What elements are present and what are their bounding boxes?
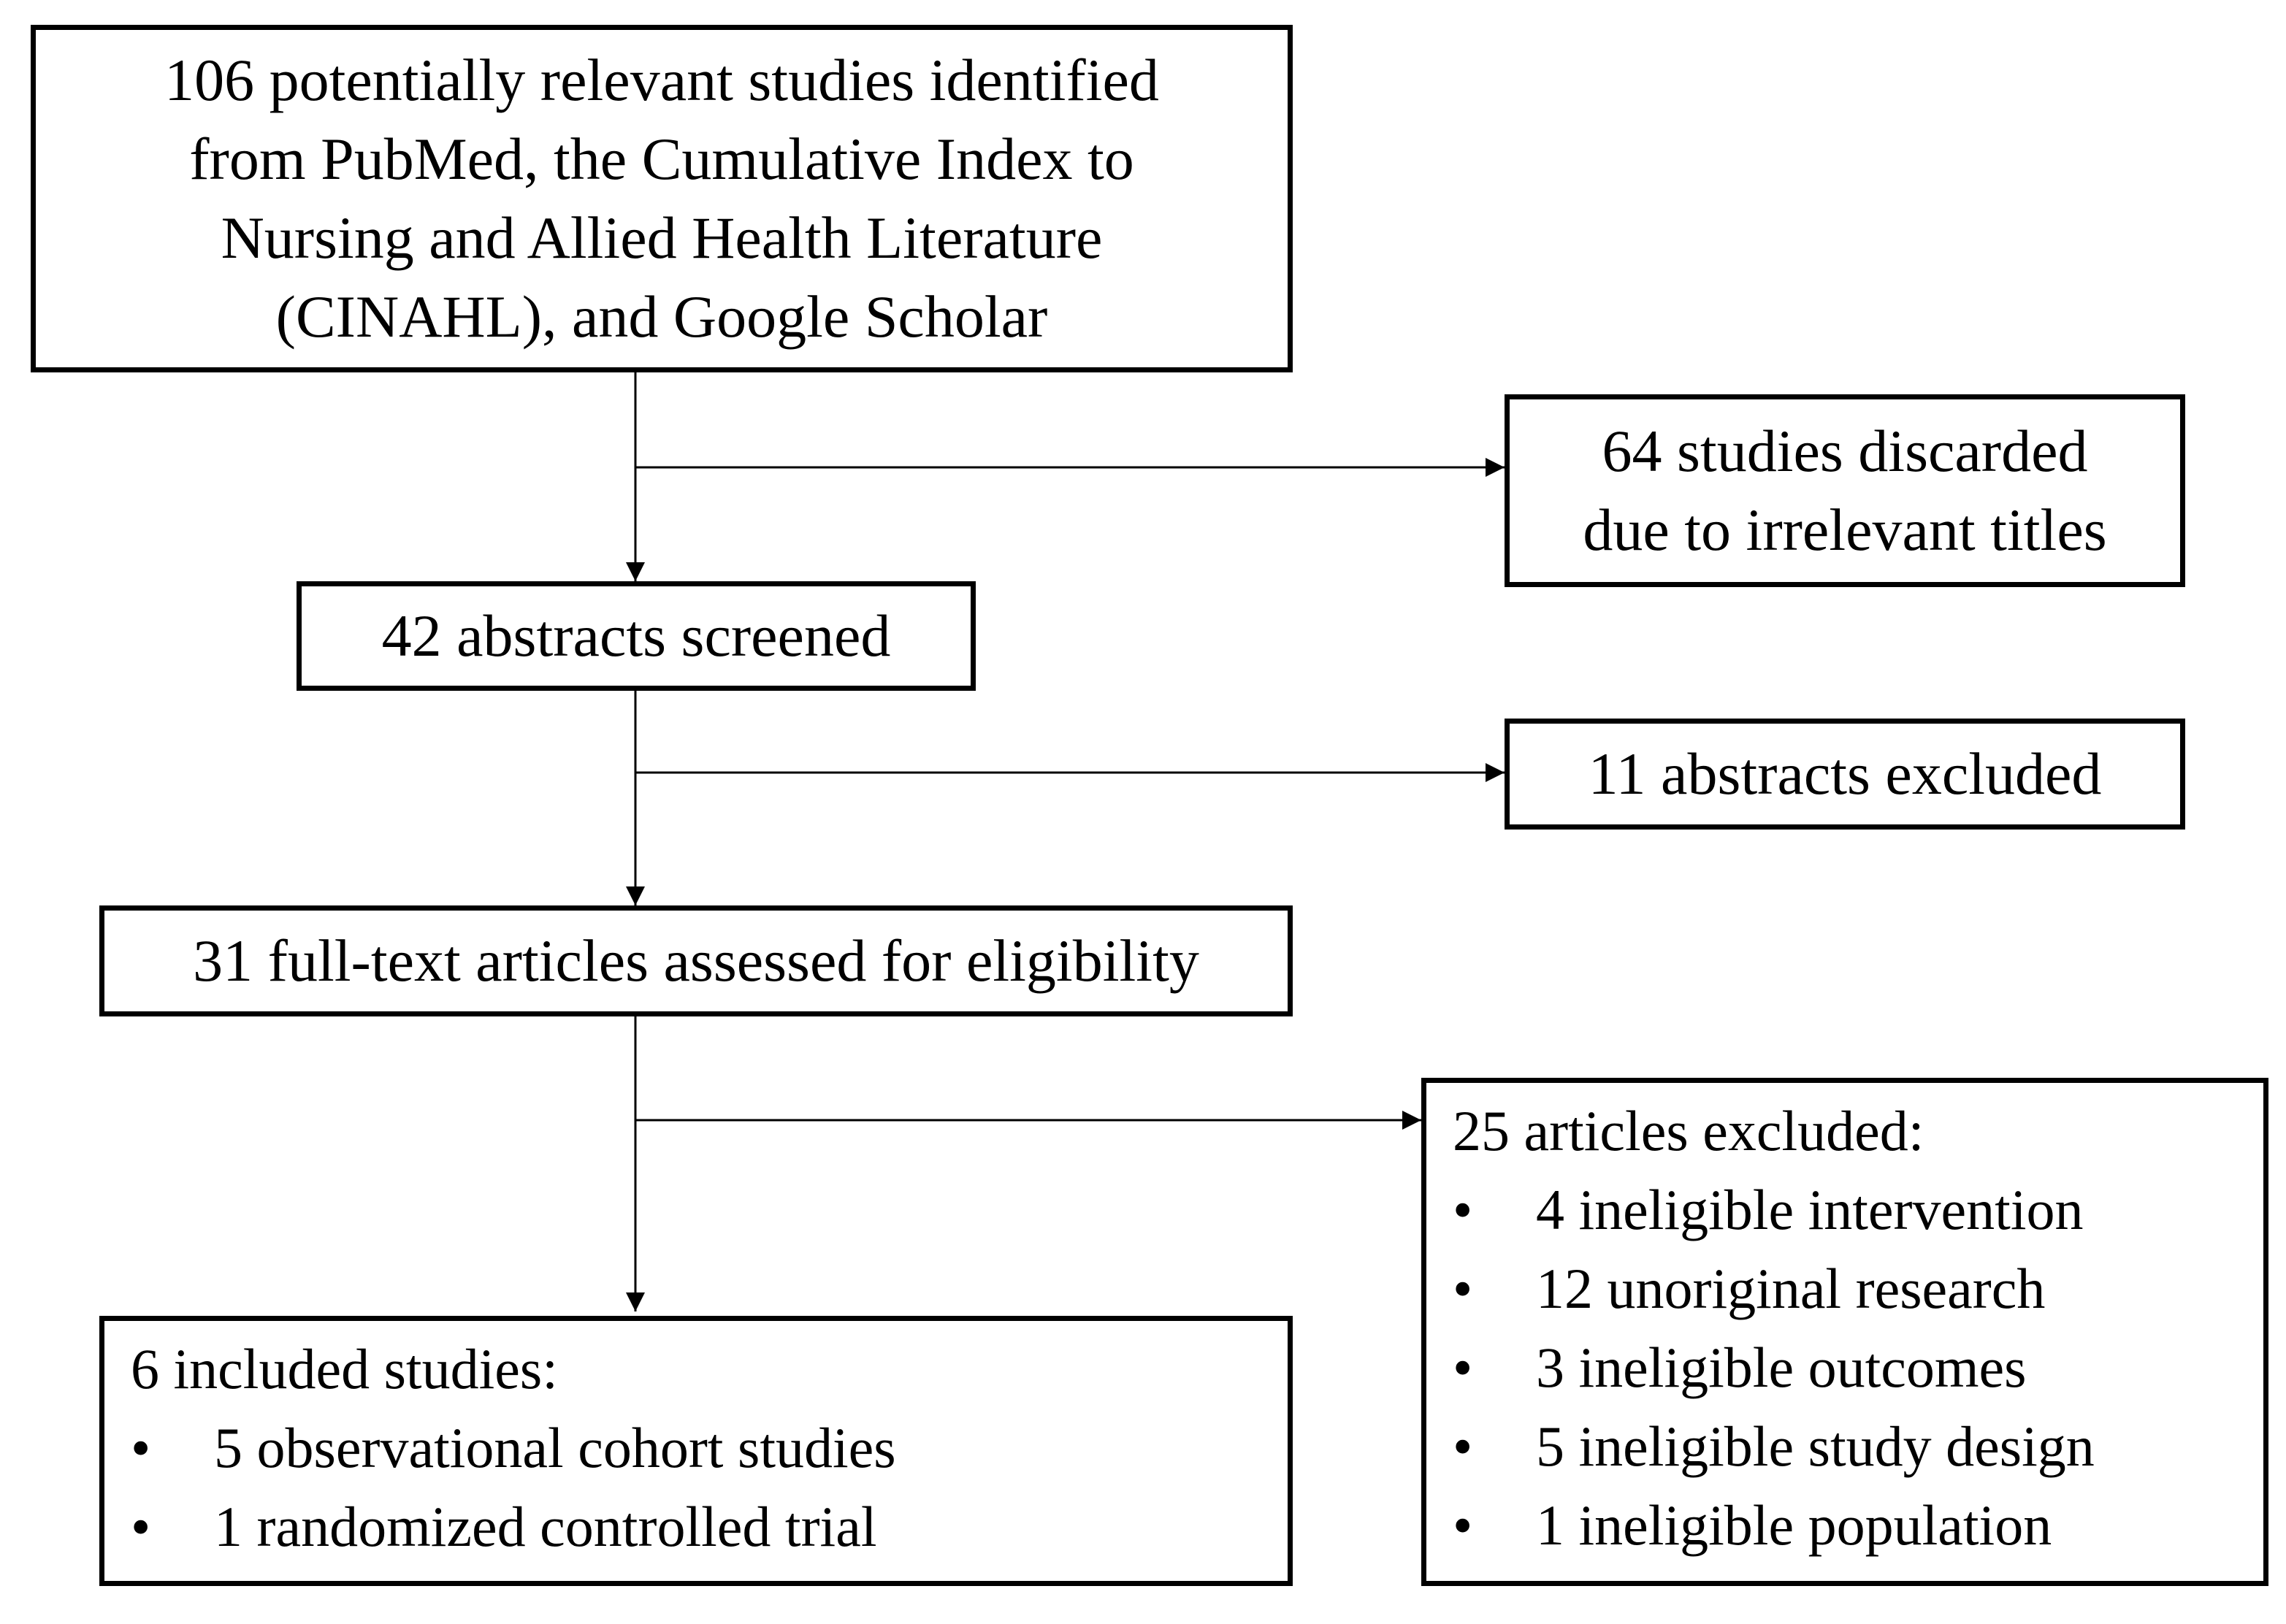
identified-line-3: Nursing and Allied Health Literature xyxy=(221,204,1103,271)
abstracts-excluded-label: 11 abstracts excluded xyxy=(1588,740,2102,807)
bullet-glyph: • xyxy=(1453,1414,1473,1478)
articles-excluded-box: 25 articles excluded: • 4 ineligible inte… xyxy=(1421,1078,2268,1586)
included-item-cohort: 5 observational cohort studies xyxy=(214,1416,896,1479)
abstracts-excluded-box: 11 abstracts excluded xyxy=(1505,719,2185,830)
bullet-glyph: • xyxy=(1453,1257,1473,1320)
included-item-rct: 1 randomized controlled trial xyxy=(214,1495,877,1558)
included-box: 6 included studies: • 5 observational coh… xyxy=(99,1316,1293,1586)
list-item: • 4 ineligible intervention xyxy=(1453,1171,2263,1249)
identified-line-1: 106 potentially relevant studies identif… xyxy=(164,47,1159,113)
exclusion-item-study-design: 5 ineligible study design xyxy=(1536,1414,2095,1478)
articles-excluded-heading: 25 articles excluded: xyxy=(1453,1099,1924,1163)
discarded-line-2: due to irrelevant titles xyxy=(1583,497,2107,563)
bullet-glyph: • xyxy=(131,1495,151,1558)
bullet-glyph: • xyxy=(131,1416,151,1479)
list-item: • 3 ineligible outcomes xyxy=(1453,1328,2263,1407)
exclusion-item-outcomes: 3 ineligible outcomes xyxy=(1536,1336,2027,1399)
bullet-glyph: • xyxy=(1453,1336,1473,1399)
list-item: • 5 observational cohort studies xyxy=(131,1409,1288,1487)
discarded-line-1: 64 studies discarded xyxy=(1602,418,2088,484)
included-heading: 6 included studies: xyxy=(131,1337,558,1401)
exclusion-item-intervention: 4 ineligible intervention xyxy=(1536,1178,2084,1241)
full-text-label: 31 full-text articles assessed for eligi… xyxy=(193,927,1199,994)
full-text-box: 31 full-text articles assessed for eligi… xyxy=(99,905,1293,1016)
discarded-box: 64 studies discarded due to irrelevant t… xyxy=(1505,394,2185,587)
identified-line-2: from PubMed, the Cumulative Index to xyxy=(189,126,1134,192)
exclusion-item-population: 1 ineligible population xyxy=(1536,1493,2052,1557)
screened-label: 42 abstracts screened xyxy=(381,602,891,669)
bullet-glyph: • xyxy=(1453,1493,1473,1557)
bullet-glyph: • xyxy=(1453,1178,1473,1241)
screened-box: 42 abstracts screened xyxy=(297,581,976,691)
list-item: • 1 randomized controlled trial xyxy=(131,1487,1288,1566)
identified-box: 106 potentially relevant studies identif… xyxy=(31,25,1293,372)
list-item: • 5 ineligible study design xyxy=(1453,1407,2263,1486)
identified-line-4: (CINAHL), and Google Scholar xyxy=(275,283,1048,350)
list-item: • 1 ineligible population xyxy=(1453,1486,2263,1565)
exclusion-item-unoriginal: 12 unoriginal research xyxy=(1536,1257,2046,1320)
list-item: • 12 unoriginal research xyxy=(1453,1249,2263,1328)
